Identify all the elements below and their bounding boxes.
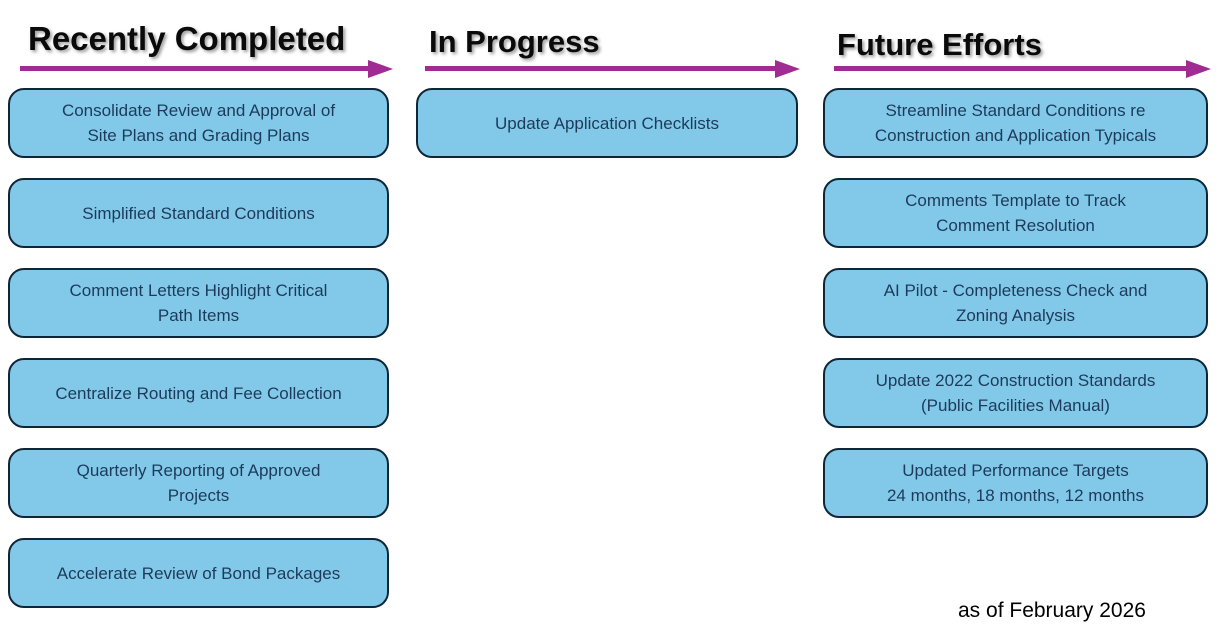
roadmap-item: Update Application Checklists	[416, 88, 798, 158]
roadmap-item: Consolidate Review and Approval of Site …	[8, 88, 389, 158]
column-header-in-progress: In Progress	[429, 24, 600, 59]
roadmap-item: Comment Letters Highlight Critical Path …	[8, 268, 389, 338]
roadmap-item: Comments Template to Track Comment Resol…	[823, 178, 1208, 248]
roadmap-item: Simplified Standard Conditions	[8, 178, 389, 248]
column-future-efforts: Streamline Standard Conditions re Constr…	[823, 88, 1208, 518]
right-arrow-icon	[425, 59, 800, 78]
roadmap-item: Update 2022 Construction Standards (Publ…	[823, 358, 1208, 428]
roadmap-item: Streamline Standard Conditions re Constr…	[823, 88, 1208, 158]
roadmap-item: Updated Performance Targets 24 months, 1…	[823, 448, 1208, 518]
column-header-future-efforts: Future Efforts	[837, 27, 1042, 62]
roadmap-item: Centralize Routing and Fee Collection	[8, 358, 389, 428]
right-arrow-icon	[834, 59, 1211, 78]
roadmap-item: AI Pilot - Completeness Check and Zoning…	[823, 268, 1208, 338]
roadmap-item: Accelerate Review of Bond Packages	[8, 538, 389, 608]
column-header-recently-completed: Recently Completed	[28, 20, 346, 57]
right-arrow-icon	[20, 59, 393, 78]
column-recently-completed: Consolidate Review and Approval of Site …	[8, 88, 389, 608]
roadmap-item: Quarterly Reporting of Approved Projects	[8, 448, 389, 518]
column-in-progress: Update Application Checklists	[416, 88, 798, 158]
as-of-date-label: as of February 2026	[958, 599, 1146, 622]
